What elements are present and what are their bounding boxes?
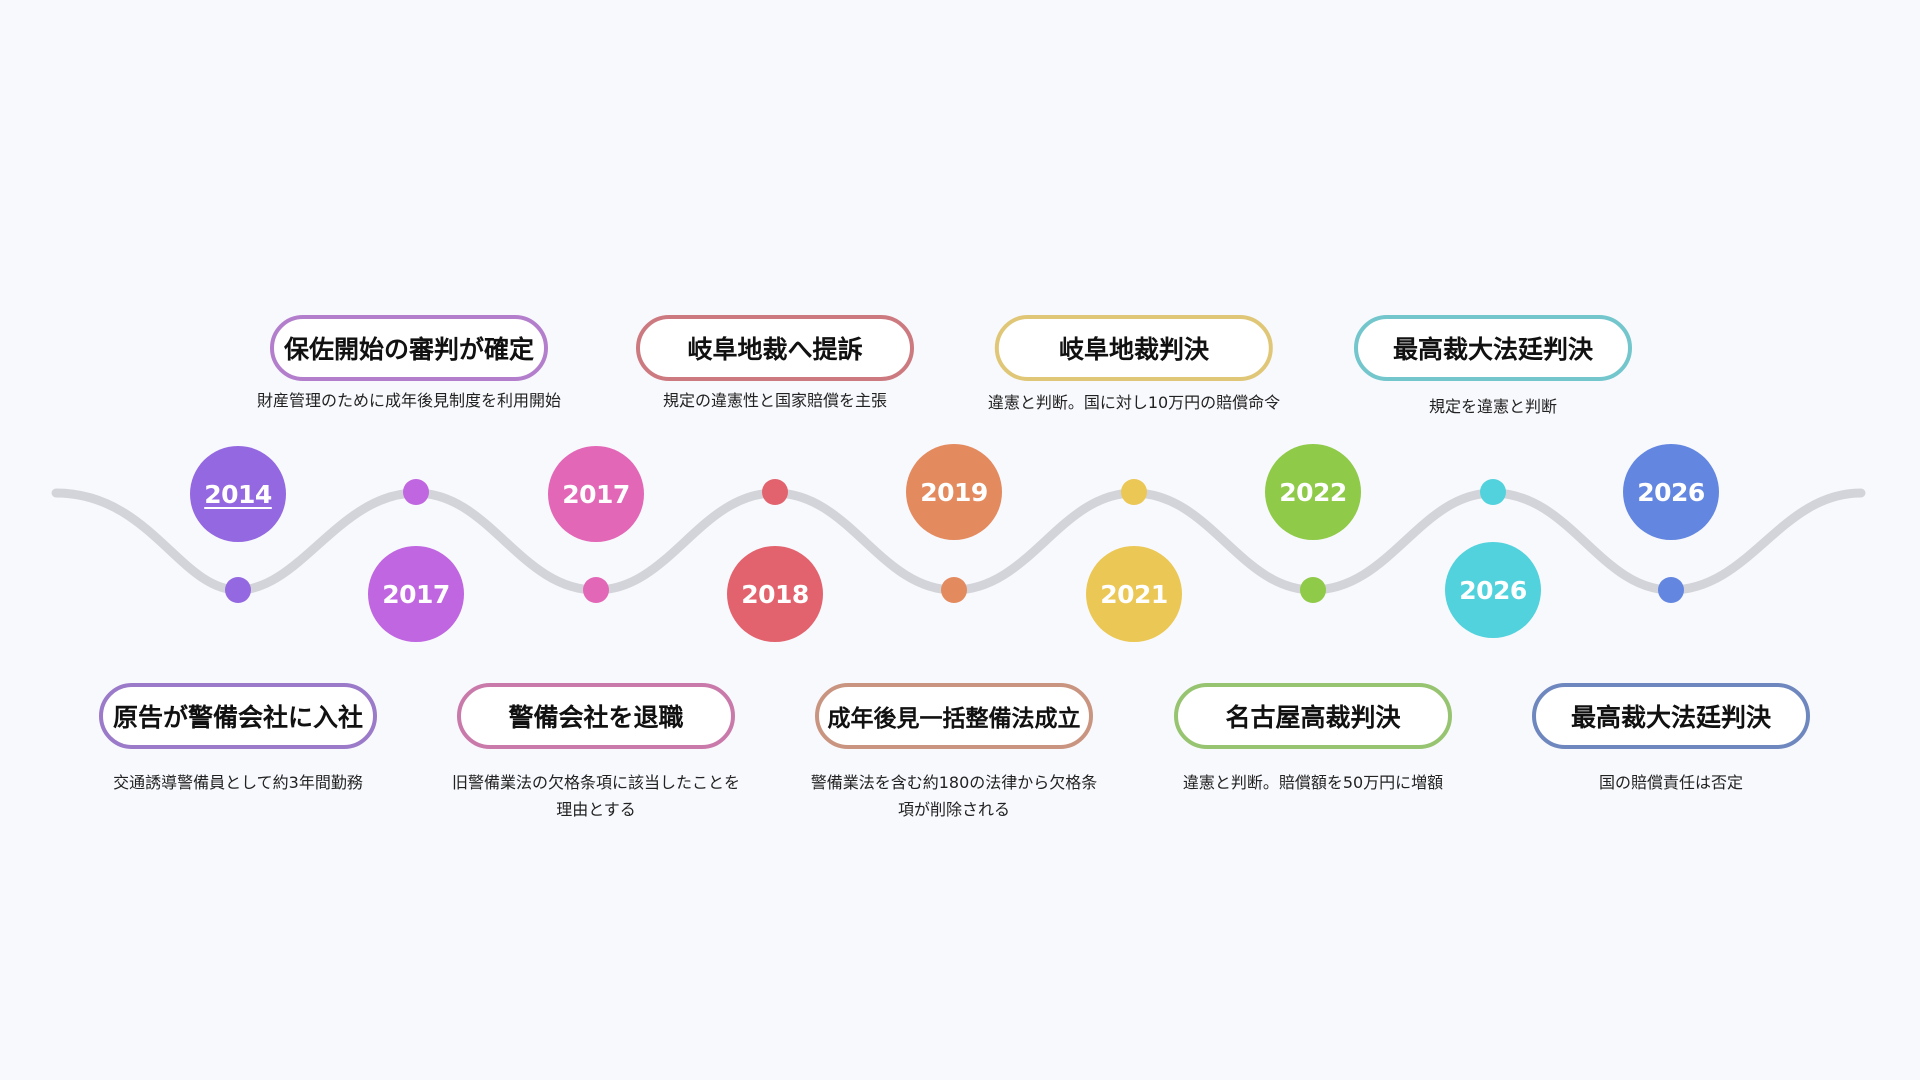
event-description: 規定を違憲と判断: [1428, 397, 1557, 416]
timeline-event-top: 岐阜地裁判決 違憲と判断。国に対し10万円の賠償命令: [988, 315, 1280, 416]
timeline-dot: [1480, 479, 1506, 505]
event-title: 原告が警備会社に入社: [113, 703, 364, 732]
timeline-event-bottom: 警備会社を退職 旧警備業法の欠格条項に該当したことを理由とする: [446, 683, 746, 823]
timeline-dot: [225, 577, 251, 603]
event-title-pill: 最高裁大法廷判決: [1532, 683, 1810, 749]
event-title-pill: 名古屋高裁判決: [1174, 683, 1452, 749]
event-title: 最高裁大法廷判決: [1570, 703, 1771, 732]
year-label: 2021: [1100, 579, 1168, 609]
year-label: 2022: [1279, 477, 1347, 507]
timeline-event-top: 最高裁大法廷判決 規定を違憲と判断: [1354, 315, 1632, 420]
event-description: 旧警備業法の欠格条項に該当したことを理由とする: [451, 773, 740, 819]
year-badge-2014[interactable]: 2014: [190, 446, 286, 542]
event-description: 国の賠償責任は否定: [1598, 773, 1743, 792]
event-title-pill: 保佐開始の審判が確定: [269, 315, 548, 381]
event-title-pill: 岐阜地裁判決: [995, 315, 1273, 381]
timeline-event-bottom: 最高裁大法廷判決 国の賠償責任は否定: [1532, 683, 1810, 796]
event-description: 違憲と判断。賠償額を50万円に増額: [1182, 773, 1444, 792]
event-description: 警備業法を含む約180の法律から欠格条項が削除される: [810, 773, 1098, 819]
year-label: 2017: [562, 479, 630, 509]
event-description: 財産管理のために成年後見制度を利用開始: [256, 391, 562, 410]
timeline-event-bottom: 原告が警備会社に入社 交通誘導警備員として約3年間勤務: [99, 683, 377, 796]
year-badge-2018: 2018: [727, 546, 823, 642]
year-label: 2026: [1637, 477, 1705, 507]
event-title-pill: 成年後見一括整備法成立: [815, 683, 1093, 749]
year-label: 2014: [204, 479, 272, 509]
event-title-pill: 岐阜地裁へ提訴: [636, 315, 914, 381]
timeline-dot: [1121, 479, 1147, 505]
event-description: 規定の違憲性と国家賠償を主張: [662, 391, 887, 410]
year-badge-2017: 2017: [548, 446, 644, 542]
year-badge-2019: 2019: [906, 444, 1002, 540]
year-label: 2017: [382, 579, 450, 609]
event-title: 警備会社を退職: [508, 703, 684, 732]
timeline-dot: [403, 479, 429, 505]
event-description: 交通誘導警備員として約3年間勤務: [113, 773, 363, 792]
event-title-pill: 原告が警備会社に入社: [99, 683, 377, 749]
timeline-dot: [1658, 577, 1684, 603]
event-title: 成年後見一括整備法成立: [827, 706, 1081, 732]
event-title: 岐阜地裁判決: [1058, 335, 1209, 364]
event-title: 最高裁大法廷判決: [1392, 335, 1593, 364]
event-title: 名古屋高裁判決: [1225, 703, 1401, 732]
year-badge-2026: 2026: [1623, 444, 1719, 540]
event-description: 違憲と判断。国に対し10万円の賠償命令: [987, 393, 1281, 412]
timeline-event-top: 岐阜地裁へ提訴 規定の違憲性と国家賠償を主張: [636, 315, 914, 414]
year-label: 2018: [741, 579, 809, 609]
year-badge-2022: 2022: [1265, 444, 1361, 540]
year-label: 2026: [1459, 575, 1527, 605]
timeline-event-top: 保佐開始の審判が確定 財産管理のために成年後見制度を利用開始: [257, 315, 561, 414]
timeline-dot: [583, 577, 609, 603]
timeline-event-bottom: 名古屋高裁判決 違憲と判断。賠償額を50万円に増額: [1174, 683, 1452, 796]
event-title-pill: 警備会社を退職: [457, 683, 735, 749]
timeline-dot: [1300, 577, 1326, 603]
event-title: 岐阜地裁へ提訴: [687, 335, 863, 364]
year-badge-2017: 2017: [368, 546, 464, 642]
year-label: 2019: [920, 477, 988, 507]
year-badge-2026: 2026: [1445, 542, 1541, 638]
timeline-dot: [762, 479, 788, 505]
year-badge-2021: 2021: [1086, 546, 1182, 642]
event-title: 保佐開始の審判が確定: [283, 335, 535, 364]
timeline-dot: [941, 577, 967, 603]
event-title-pill: 最高裁大法廷判決: [1354, 315, 1632, 381]
timeline-event-bottom: 成年後見一括整備法成立 警備業法を含む約180の法律から欠格条項が削除される: [804, 683, 1104, 823]
